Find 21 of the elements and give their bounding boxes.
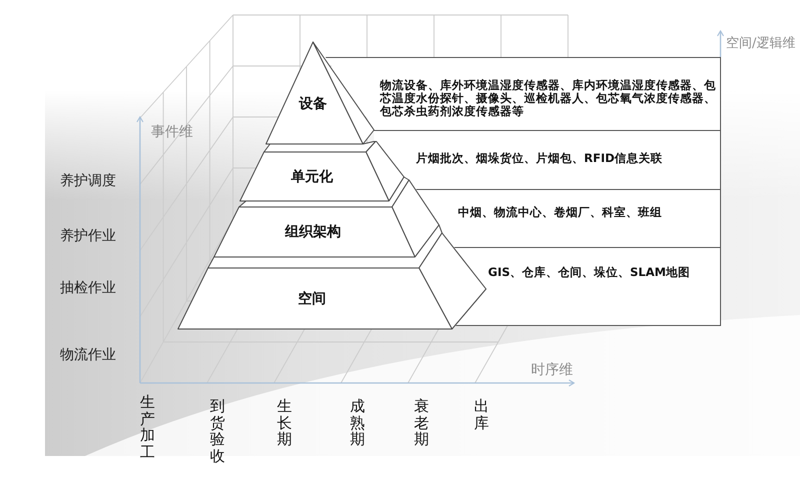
row-label: 物流作业 [60, 348, 116, 362]
stage-label: 成熟期 [350, 398, 365, 448]
description-text: GIS、仓库、仓间、垛位、SLAM地图 [488, 266, 691, 279]
layer-label: 空间 [298, 292, 326, 306]
stage-label: 出库 [474, 398, 489, 431]
stage-label: 衰老期 [414, 398, 429, 448]
axis-label: 事件维 [151, 125, 193, 139]
row-label: 养护调度 [60, 174, 116, 188]
axis-label: 空间/逻辑维 [726, 37, 796, 50]
layer-label: 设备 [299, 97, 327, 111]
layer-label: 单元化 [291, 170, 333, 184]
description-text: 中烟、物流中心、卷烟厂、科室、班组 [458, 206, 663, 219]
description-text: 物流设备、库外环境温湿度传感器、库内环境温湿度传感器、包芯温度水份探针、摄像头、巡检机器人、包芯氧气浓度传感器、包芯杀虫药剂浓度传感器等 [380, 79, 716, 118]
row-label: 养护作业 [60, 229, 116, 243]
description-text: 片烟批次、烟垛货位、片烟包、RFID信息关联 [416, 152, 664, 165]
row-label: 抽检作业 [60, 281, 116, 295]
stage-label: 生产加工 [140, 394, 155, 460]
stage-label: 到货验收 [210, 398, 225, 464]
stage-label: 生长期 [277, 398, 292, 448]
axis-label: 时序维 [531, 363, 573, 377]
layer-label: 组织架构 [285, 225, 341, 239]
